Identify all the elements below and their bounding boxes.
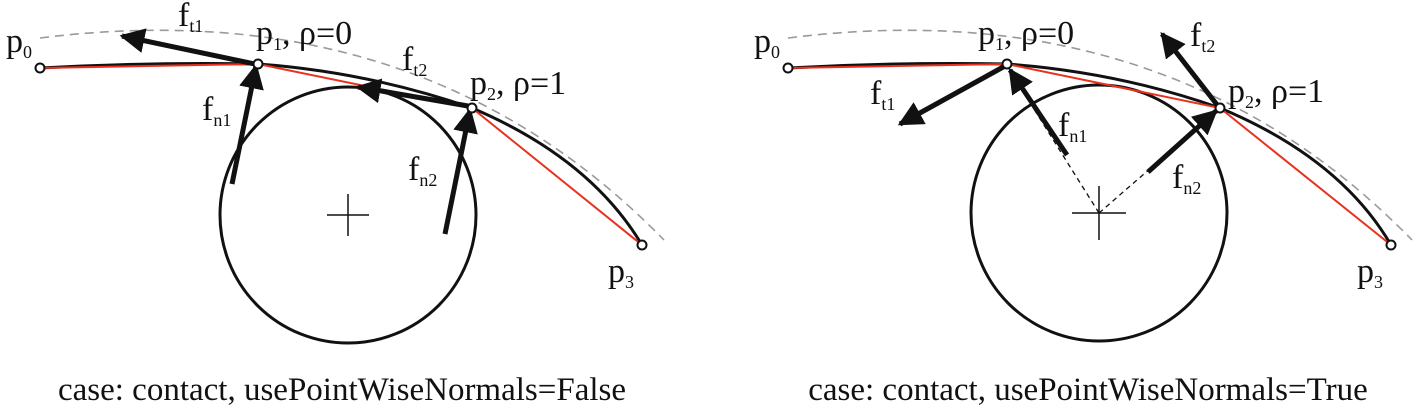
panel-left: p0 p1, ρ=0 p2, ρ=1 p3 ft1 ft2 fn1 fn2 ca… xyxy=(6,0,665,408)
node-p2 xyxy=(466,102,478,114)
force-ft2-arrow xyxy=(355,78,469,109)
force-fn1-arrow xyxy=(229,63,264,185)
node-p3 xyxy=(636,239,648,251)
label-fn1: fn1 xyxy=(202,91,231,130)
contact-circle xyxy=(969,83,1229,343)
reference-dashed-arc xyxy=(39,29,665,241)
label-ft1: ft1 xyxy=(870,75,895,114)
label-p3: p3 xyxy=(1357,253,1383,292)
force-ft1-arrow xyxy=(897,63,1007,127)
label-ft2: ft2 xyxy=(1190,17,1215,56)
circle-center-cross xyxy=(327,194,369,236)
label-p1: p1, ρ=0 xyxy=(978,15,1074,54)
node-p1 xyxy=(1001,58,1013,70)
label-p1: p1, ρ=0 xyxy=(256,15,352,54)
label-p3: p3 xyxy=(608,253,634,292)
contact-circle xyxy=(218,85,478,345)
beam-curve xyxy=(787,62,1393,246)
node-p2 xyxy=(1214,102,1226,114)
panel-right: p0 p1, ρ=0 p2, ρ=1 p3 ft1 ft2 fn1 fn2 ca… xyxy=(754,15,1413,408)
force-ft1-arrow xyxy=(119,28,256,67)
label-ft1: ft1 xyxy=(178,0,203,36)
force-fn2-arrow xyxy=(1146,109,1218,174)
label-fn2: fn2 xyxy=(1172,159,1201,198)
force-fn2-arrow xyxy=(442,107,478,235)
caption-right: case: contact, usePointWiseNormals=True xyxy=(808,372,1368,408)
label-p0: p0 xyxy=(754,23,780,62)
force-fn1-arrow xyxy=(1007,67,1070,157)
label-fn2: fn2 xyxy=(408,151,437,190)
label-p2: p2, ρ=1 xyxy=(1228,73,1324,112)
caption-left: case: contact, usePointWiseNormals=False xyxy=(58,372,626,408)
label-p0: p0 xyxy=(6,23,32,62)
label-ft2: ft2 xyxy=(402,41,427,80)
label-fn1: fn1 xyxy=(1058,107,1087,146)
label-p2: p2, ρ=1 xyxy=(470,65,566,104)
reference-dashed-arc xyxy=(787,29,1413,241)
node-p0 xyxy=(782,62,794,74)
force-ft2-arrow xyxy=(1160,32,1220,108)
control-polygon xyxy=(787,62,1392,246)
node-p3 xyxy=(1385,239,1397,251)
node-p1 xyxy=(252,58,264,70)
node-p0 xyxy=(34,62,46,74)
